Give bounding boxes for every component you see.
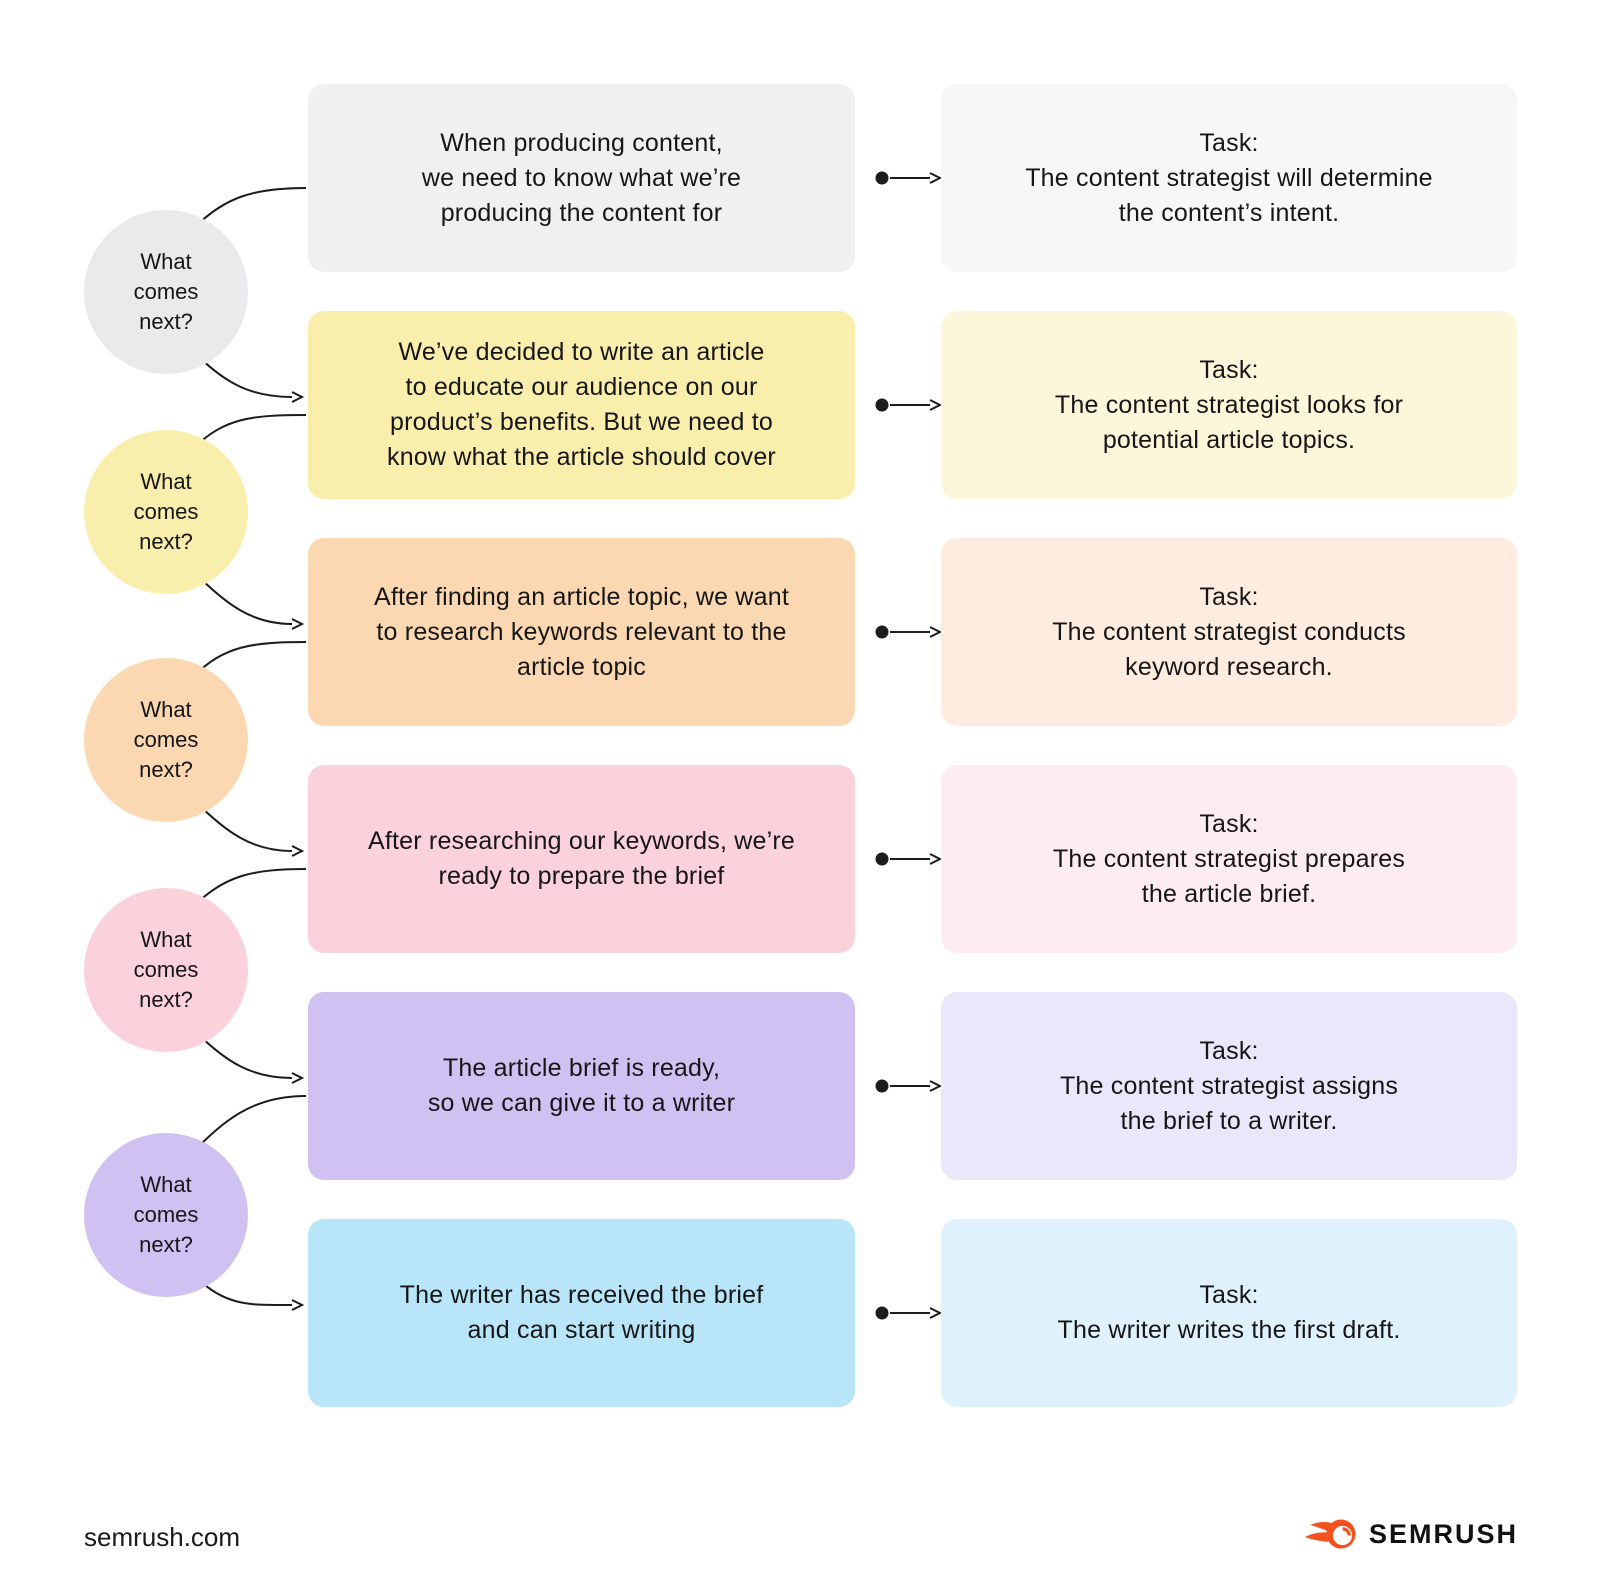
connector-dot — [875, 625, 889, 639]
connector-circle1-to-box1 — [193, 187, 307, 229]
what-comes-next-circle-4: What comes next? — [84, 888, 248, 1052]
task-text: The content strategist will determine th… — [1025, 163, 1433, 227]
connector-dot — [875, 852, 889, 866]
task-label: Task: — [1199, 1281, 1259, 1309]
task-box-3: Task: The content strategist conducts ke… — [941, 538, 1517, 726]
website-url: semrush.com — [84, 1522, 241, 1552]
task-box-6: Task: The writer writes the first draft. — [941, 1219, 1517, 1407]
connector-dot — [875, 1079, 889, 1093]
what-comes-next-circle-3: What comes next? — [84, 658, 248, 822]
task-box-5: Task: The content strategist assigns the… — [941, 992, 1517, 1180]
connector-dot — [875, 171, 889, 185]
statement-box-1: When producing content, we need to know … — [308, 84, 855, 272]
flame-tail-lower — [1304, 1532, 1329, 1542]
semrush-fireball-icon — [1304, 1519, 1356, 1549]
what-comes-next-circle-2: What comes next? — [84, 430, 248, 594]
what-comes-next-circle-5: What comes next? — [84, 1133, 248, 1297]
task-label: Task: — [1199, 355, 1259, 384]
task-label: Task: — [1199, 809, 1259, 838]
task-text: The writer writes the first draft. — [1057, 1316, 1401, 1344]
statement-box-6: The writer has received the brief and ca… — [308, 1219, 855, 1407]
statement-box-4: After researching our keywords, we’re re… — [308, 765, 855, 953]
task-label: Task: — [1199, 1036, 1259, 1065]
statement-box-3: After finding an article topic, we want … — [308, 538, 855, 726]
arrow-circle2-to-box3 — [195, 573, 305, 630]
task-box-2: Task: The content strategist looks for p… — [941, 311, 1517, 499]
task-box-4: Task: The content strategist prepares th… — [941, 765, 1517, 953]
arrow-circle3-to-box4 — [195, 801, 305, 857]
connector-dot — [875, 1306, 889, 1320]
statement-box-5: The article brief is ready, so we can gi… — [308, 992, 855, 1180]
statement-box-2: We’ve decided to write an article to edu… — [308, 311, 855, 499]
task-text: The content strategist conducts keyword … — [1052, 617, 1406, 681]
connector-circle5-to-box5 — [193, 1095, 307, 1152]
semrush-logo: SEMRUSH — [1304, 1518, 1518, 1550]
task-box-1: Task: The content strategist will determ… — [941, 84, 1517, 272]
task-text: The content strategist assigns the brief… — [1059, 1071, 1399, 1135]
task-label: Task: — [1199, 128, 1259, 157]
task-text: The content strategist looks for potenti… — [1054, 390, 1404, 454]
what-comes-next-circle-1: What comes next? — [84, 210, 248, 374]
task-text: The content strategist prepares the arti… — [1052, 844, 1406, 908]
brand-wordmark: SEMRUSH — [1368, 1518, 1518, 1549]
fireball-highlight-arc — [1342, 1527, 1351, 1536]
flame-tail-upper — [1309, 1521, 1333, 1532]
task-label: Task: — [1199, 582, 1259, 611]
connector-dot — [875, 398, 889, 412]
